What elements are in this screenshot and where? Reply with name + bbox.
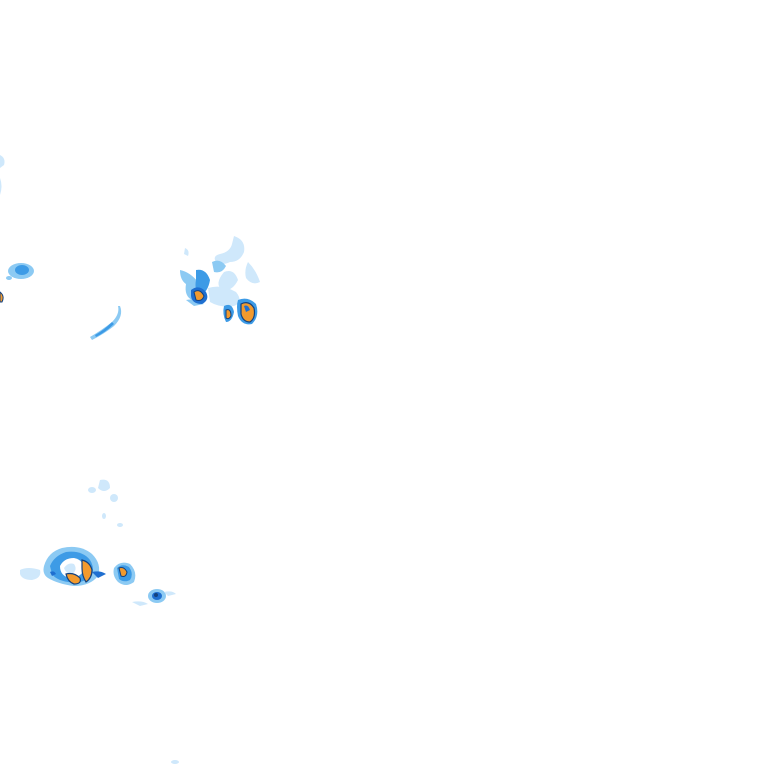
echo-cell-south-fleck: [148, 589, 176, 603]
echo-cell-south-scattered: [20, 479, 179, 764]
echo-cell-south-small: [113, 562, 136, 585]
echo-cell-north-core-a: [191, 287, 234, 322]
echo-cell-south-core: [50, 559, 106, 585]
echo-cell-north-core-b: [237, 298, 258, 325]
echo-cell-north-cluster: [180, 236, 260, 307]
echo-cell-west-small: [6, 263, 34, 280]
echo-cell-west-edge: [0, 155, 5, 303]
echo-cell-west-band: [90, 306, 122, 340]
